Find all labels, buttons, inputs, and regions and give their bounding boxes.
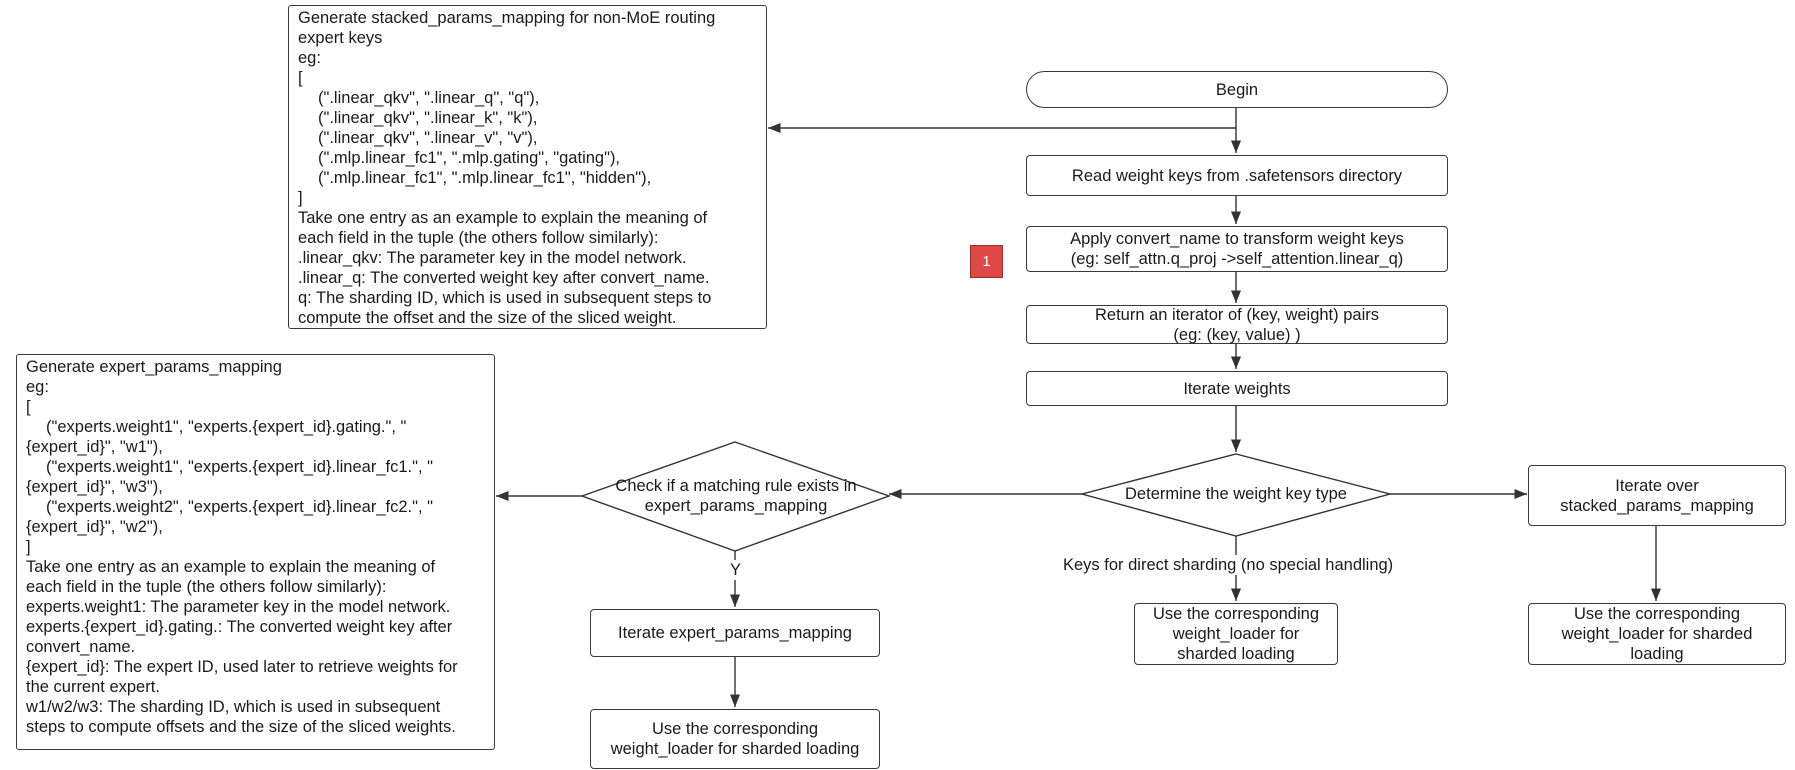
convert-name-example: (eg: self_attn.q_proj ->self_attention.l… <box>1070 250 1404 268</box>
note-line: Generate stacked_params_mapping for non-… <box>298 9 716 27</box>
loader-direct-line1: Use the corresponding <box>1152 605 1319 623</box>
step-badge-number: 1 <box>982 253 991 270</box>
note-line: Generate expert_params_mapping <box>26 358 282 376</box>
loader-direct-line2: weight_loader for <box>1172 625 1300 643</box>
note-line: {expert_id}", "w1"), <box>26 438 163 456</box>
note-line: .linear_q: The converted weight key afte… <box>298 269 710 287</box>
determine-type-label: Determine the weight key type <box>1100 484 1372 504</box>
yes-label: Y <box>728 560 744 580</box>
determine-type-text: Determine the weight key type <box>1125 485 1347 503</box>
note-line: expert keys <box>298 29 383 47</box>
note-line: .linear_qkv: The parameter key in the mo… <box>298 249 687 267</box>
note-line: {expert_id}: The expert ID, used later t… <box>26 658 458 676</box>
note-line: eg: <box>26 378 49 396</box>
iterate-expert-node: Iterate expert_params_mapping <box>590 609 880 657</box>
note-line: experts.weight1: The parameter key in th… <box>26 598 451 616</box>
iterator-node: Return an iterator of (key, weight) pair… <box>1026 305 1448 344</box>
convert-name-label: Apply convert_name to transform weight k… <box>1070 230 1404 248</box>
note-line: (".linear_qkv", ".linear_v", "v"), <box>318 129 538 147</box>
note-line: each field in the tuple (the others foll… <box>298 229 659 247</box>
check-match-diamond <box>579 441 892 552</box>
note-line: (".linear_qkv", ".linear_k", "k"), <box>318 109 538 127</box>
iterate-stacked-line2: stacked_params_mapping <box>1560 496 1754 515</box>
note-line: eg: <box>298 49 321 67</box>
yes-text: Y <box>730 561 742 579</box>
iterator-example: (eg: (key, value) ) <box>1173 325 1301 344</box>
step-badge: 1 <box>970 245 1003 278</box>
direct-sharding-label: Keys for direct sharding (no special han… <box>1061 555 1396 575</box>
loader-stacked-node: Use the corresponding weight_loader for … <box>1528 603 1786 665</box>
note-line: compute the offset and the size of the s… <box>298 309 677 327</box>
note-line: [ <box>26 398 31 416</box>
note-line: {expert_id}", "w3"), <box>26 478 163 496</box>
note-line: ] <box>26 538 31 556</box>
note-line: {expert_id}", "w2"), <box>26 518 163 536</box>
note-line: q: The sharding ID, which is used in sub… <box>298 289 712 307</box>
loader-expert-line2: weight_loader for sharded loading <box>610 740 860 758</box>
begin-label: Begin <box>1215 80 1259 99</box>
stacked-params-note: Generate stacked_params_mapping for non-… <box>288 5 767 329</box>
note-line: [ <box>298 69 303 87</box>
note-line: experts.{expert_id}.gating.: The convert… <box>26 618 453 636</box>
loader-expert-node: Use the corresponding weight_loader for … <box>590 709 880 769</box>
note-line: ("experts.weight2", "experts.{expert_id}… <box>46 498 433 516</box>
note-line: (".linear_qkv", ".linear_q", "q"), <box>318 89 540 107</box>
convert-name-node: Apply convert_name to transform weight k… <box>1026 226 1448 272</box>
note-line: w1/w2/w3: The sharding ID, which is used… <box>26 698 441 716</box>
note-line: steps to compute offsets and the size of… <box>26 718 456 736</box>
iterate-weights-label: Iterate weights <box>1183 379 1291 398</box>
check-match-line2: expert_params_mapping <box>644 497 828 515</box>
check-match-line1: Check if a matching rule exists in <box>615 477 857 495</box>
note-line: (".mlp.linear_fc1", ".mlp.linear_fc1", "… <box>318 169 652 187</box>
note-line: Take one entry as an example to explain … <box>298 209 708 227</box>
iterator-label: Return an iterator of (key, weight) pair… <box>1095 305 1379 324</box>
read-keys-label: Read weight keys from .safetensors direc… <box>1071 166 1403 185</box>
loader-expert-line1: Use the corresponding <box>651 720 818 738</box>
note-line: ] <box>298 189 303 207</box>
determine-type-diamond <box>1079 453 1393 537</box>
expert-params-note: Generate expert_params_mapping eg: [ ("e… <box>16 354 495 750</box>
read-keys-node: Read weight keys from .safetensors direc… <box>1026 155 1448 196</box>
iterate-weights-node: Iterate weights <box>1026 371 1448 406</box>
loader-stacked-line1: Use the corresponding <box>1573 605 1740 623</box>
iterate-expert-label: Iterate expert_params_mapping <box>618 624 852 642</box>
check-match-label: Check if a matching rule exists in exper… <box>598 476 874 516</box>
note-line: ("experts.weight1", "experts.{expert_id}… <box>46 458 433 476</box>
note-line: convert_name. <box>26 638 136 656</box>
note-line: (".mlp.linear_fc1", ".mlp.gating", "gati… <box>318 149 621 167</box>
iterate-stacked-line1: Iterate over <box>1615 476 1699 495</box>
begin-node: Begin <box>1026 71 1448 108</box>
loader-stacked-line2: weight_loader for sharded <box>1561 625 1753 643</box>
loader-stacked-line3: loading <box>1630 645 1684 663</box>
note-line: each field in the tuple (the others foll… <box>26 578 387 596</box>
loader-direct-line3: sharded loading <box>1177 645 1295 663</box>
note-line: Take one entry as an example to explain … <box>26 558 436 576</box>
iterate-stacked-node: Iterate over stacked_params_mapping <box>1528 465 1786 526</box>
direct-sharding-text: Keys for direct sharding (no special han… <box>1063 556 1394 574</box>
loader-direct-node: Use the corresponding weight_loader for … <box>1134 603 1338 665</box>
note-line: ("experts.weight1", "experts.{expert_id}… <box>46 418 407 436</box>
note-line: the current expert. <box>26 678 160 696</box>
